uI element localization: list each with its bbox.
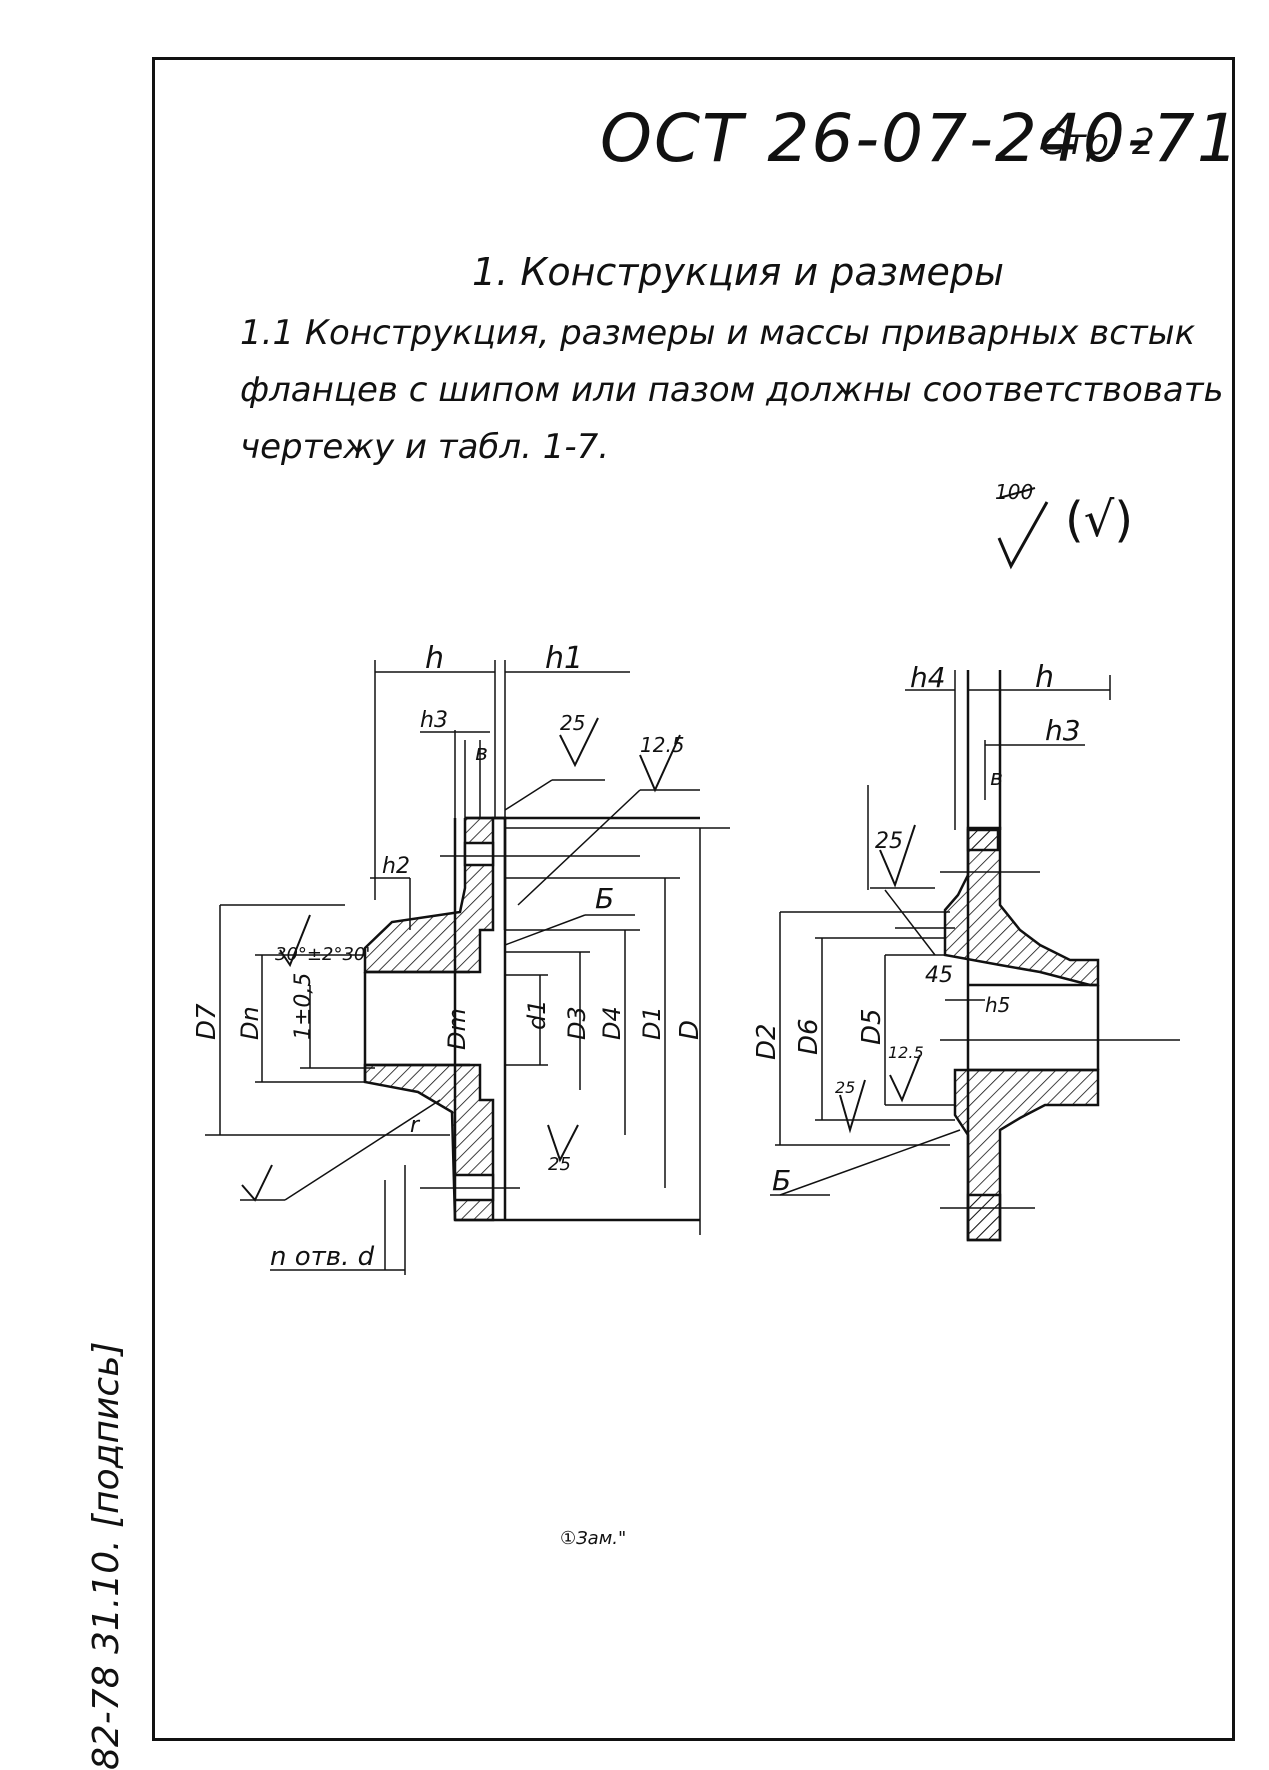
roughness-parenthetical: (√): [1065, 492, 1134, 548]
left-flange-drawing: [205, 660, 730, 1275]
holes-label: n отв. d: [270, 1242, 375, 1272]
section-mark-b: Б: [595, 882, 614, 915]
dim-D6: D6: [794, 1018, 824, 1055]
roughness-check-icon: [997, 487, 1049, 570]
paragraph-line: 1.1 Конструкция, размеры и массы приварн…: [240, 313, 1196, 353]
dim-D2: D2: [752, 1023, 782, 1060]
dim-h2: h2: [382, 854, 410, 879]
section-title: 1. Конструкция и размеры: [472, 250, 1005, 294]
dim-h3-right: h3: [1045, 714, 1081, 747]
roughness-value: 100: [995, 480, 1034, 504]
dim-h5: h5: [985, 993, 1010, 1017]
roughness-25-right: 25: [875, 829, 903, 854]
dim-D7: D7: [192, 1003, 222, 1040]
roughness-25b-right: 25: [835, 1078, 855, 1097]
left-flange-labels: h h1 h3 в h2 25 12.5 Б 30°±2°30' 1±0,5 D…: [192, 641, 705, 1272]
revision-stamp: ①Зам.": [560, 1528, 627, 1549]
dim-D1: D1: [638, 1006, 666, 1040]
dim-D: D: [675, 1020, 705, 1040]
dim-d1: d1: [523, 999, 551, 1030]
angle-label: 30°±2°30': [275, 944, 370, 965]
dim-b: в: [475, 741, 488, 766]
dim-Dm: Dm: [443, 1008, 471, 1050]
dim-D4: D4: [598, 1006, 626, 1040]
dim-h4: h4: [910, 661, 946, 694]
roughness-12-5-right: 12.5: [888, 1043, 924, 1062]
dim-h1: h1: [545, 641, 583, 676]
standard-number: ОСТ 26-07-240-71: [600, 100, 1241, 177]
section-mark-b-right: Б: [772, 1164, 791, 1197]
dim-b-right: в: [990, 766, 1003, 791]
dim-h3: h3: [420, 708, 448, 733]
page-frame: [152, 57, 1235, 1741]
right-flange-labels: h4 h h3 в 25 45 h5 D2 D6 D5 12.5 25 Б: [752, 660, 1081, 1197]
paragraph-line: фланцев с шипом или пазом должны соответ…: [240, 370, 1224, 410]
dim-h-right: h: [1035, 660, 1054, 695]
dim-h: h: [425, 641, 444, 676]
dim-Dn: Dn: [236, 1006, 264, 1040]
margin-note: 82-78 31.10. [подпись]: [86, 1341, 127, 1770]
right-flange-drawing: [770, 670, 1180, 1242]
dim-D5: D5: [857, 1008, 887, 1045]
dim-r: r: [410, 1113, 421, 1138]
dim-D3: D3: [563, 1006, 591, 1040]
page-number: Стр. 2: [1040, 122, 1155, 163]
angle-45: 45: [925, 963, 953, 988]
roughness-25-bottom: 25: [548, 1154, 571, 1175]
roughness-25: 25: [560, 711, 585, 735]
paragraph-line: чертежу и табл. 1-7.: [240, 427, 610, 467]
section-paragraph: 1.1 Конструкция, размеры и массы приварн…: [240, 305, 1224, 476]
roughness-symbol: 100 (√): [985, 480, 1160, 570]
roughness-12-5: 12.5: [640, 733, 685, 757]
dim-tolerance: 1±0,5: [291, 973, 316, 1040]
